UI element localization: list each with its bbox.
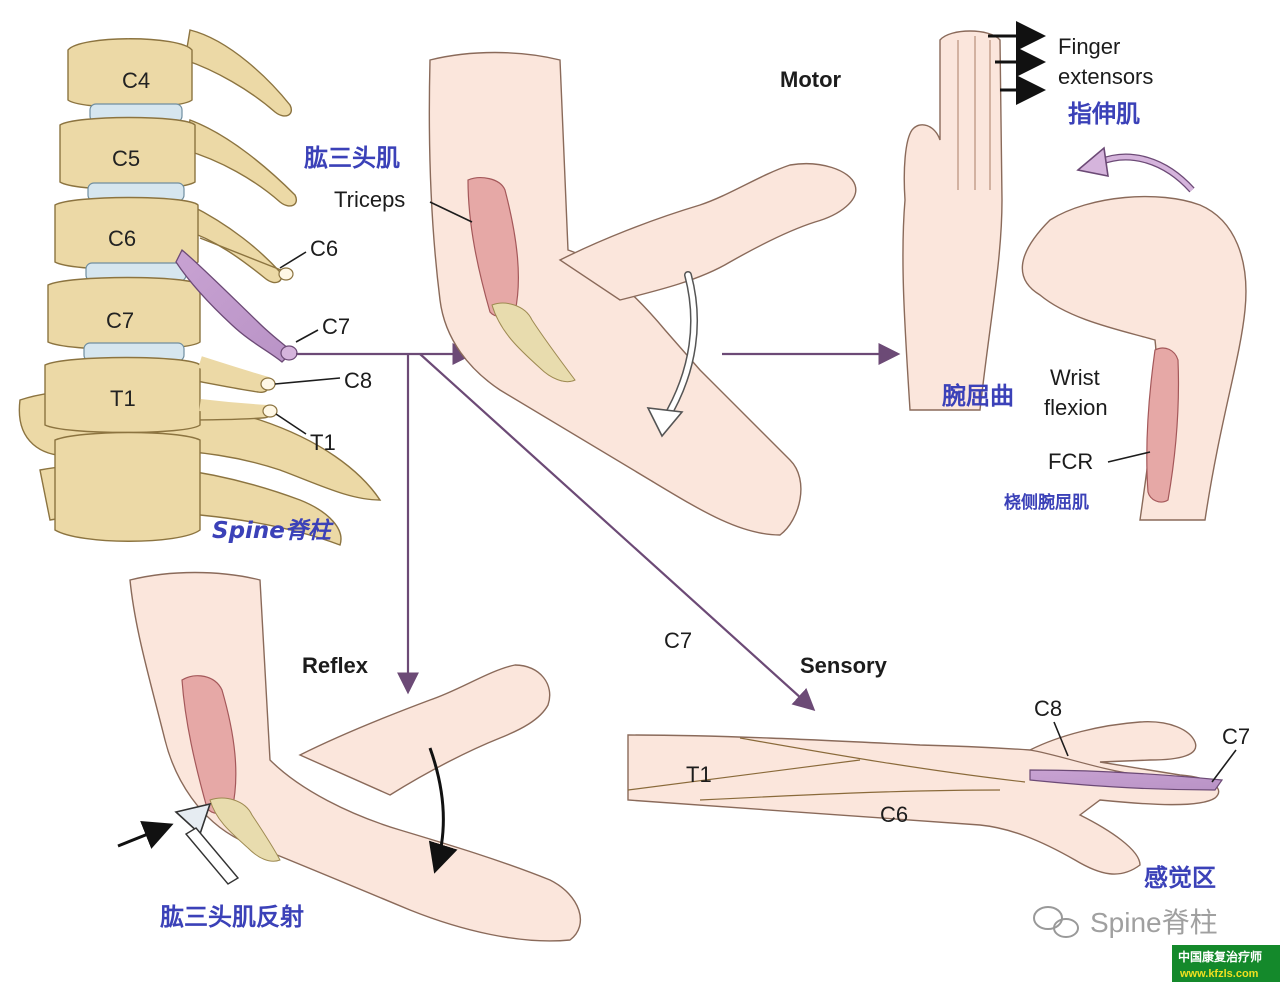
vertebra-lower: [54, 431, 201, 542]
root-label-c6: C6: [310, 236, 338, 261]
root-t1-end: [262, 404, 278, 418]
vertebra-label: C5: [112, 146, 140, 171]
fcr-cn: 桡侧腕屈肌: [1004, 492, 1089, 513]
wechat-icon: [1033, 906, 1079, 938]
finger-extensors-label-2: extensors: [1058, 64, 1153, 89]
reflex-hammer-handle: [184, 827, 240, 885]
reflex-cn: 肱三头肌反射: [160, 903, 304, 931]
root-label-c7: C7: [322, 314, 350, 339]
dermatome-label-c7: C7: [1222, 724, 1250, 749]
root-t1: [199, 399, 269, 417]
leader-line: [1107, 451, 1151, 463]
watermark-site-badge: [1172, 945, 1280, 982]
sensory-arm-skin: [627, 721, 1220, 875]
vertebra-label: T1: [110, 386, 136, 411]
spine-illustration: C4 C5 C6 C7 T1 C6 C7 C8 T1 Spine脊柱: [18, 29, 382, 546]
root-c8-end: [260, 377, 276, 391]
motion-arrow-body: [662, 272, 697, 423]
root-label-c8: C8: [344, 368, 372, 393]
flexed-hand-skin: [1021, 195, 1247, 521]
fcr-label: FCR: [1048, 449, 1093, 474]
extension-arrow: [428, 747, 458, 874]
vertebra-c6: [54, 196, 199, 271]
vertebra-c4: [67, 38, 193, 109]
motor-illustration: Motor Finger extensors 指伸肌 腕屈曲 Wrist fle…: [780, 21, 1247, 521]
reflex-arm-skin: [129, 571, 581, 942]
leader-line: [279, 251, 307, 269]
reflex-hammer-head: [174, 802, 212, 836]
vertebra-label: C7: [106, 308, 134, 333]
flexion-curve-head: [1076, 146, 1109, 178]
root-label-t1: T1: [310, 430, 336, 455]
sensory-title: Sensory: [800, 653, 888, 678]
watermark-brand: Spine脊柱: [1090, 907, 1218, 938]
motion-arrow-head: [646, 407, 684, 438]
motor-title: Motor: [780, 67, 842, 92]
leader-line: [1053, 721, 1069, 757]
vertebra-c5: [59, 116, 196, 191]
watermark-site-url: www.kfzls.com: [1179, 968, 1259, 980]
spine-caption: Spine脊柱: [212, 518, 334, 544]
reflex-forearm-skin: [298, 664, 551, 796]
finger-extensors-label-1: Finger: [1058, 34, 1120, 59]
flexion-curve-body: [1099, 154, 1194, 192]
wrist-flexion-label-1: Wrist: [1050, 365, 1100, 390]
reflex-title: Reflex: [302, 653, 369, 678]
dermatome-label-c6: C6: [880, 802, 908, 827]
sensory-branch-label: C7: [664, 628, 692, 653]
tap-arrow: [117, 820, 174, 849]
triceps-arm-illustration: 肱三头肌 Triceps: [304, 51, 857, 536]
triceps-cn-label: 肱三头肌: [304, 144, 400, 172]
watermark-site-cn: 中国康复治疗师: [1178, 949, 1262, 964]
leader-line: [274, 377, 341, 385]
wrist-flexion-cn: 腕屈曲: [941, 382, 1014, 410]
triceps-tendon: [491, 302, 576, 383]
root-c7-end: [280, 345, 298, 361]
pathway-arrows: [296, 343, 901, 711]
forearm-raised-skin: [558, 163, 857, 301]
dermatome-label-c8: C8: [1034, 696, 1062, 721]
wrist-flexion-label-2: flexion: [1044, 395, 1108, 420]
transverse-process: [184, 29, 292, 117]
dermatome-label-t1: T1: [686, 762, 712, 787]
finger-lines: [957, 36, 991, 190]
fcr-muscle: [1146, 347, 1180, 503]
vertebra-c7: [47, 276, 201, 351]
root-c6-end: [278, 267, 294, 281]
vertebra-t1: [44, 356, 201, 434]
sensory-illustration: C7 Sensory T1 C6 C8 C7 感觉区: [627, 628, 1250, 892]
leader-line: [429, 201, 473, 223]
arrow-to-sensory: [419, 353, 816, 711]
triceps-en-label: Triceps: [334, 187, 405, 212]
leader-line: [275, 413, 307, 435]
vertebra-label: C4: [122, 68, 150, 93]
dermatome-borders: [627, 737, 1026, 801]
vertebra-label: C6: [108, 226, 136, 251]
leader-line: [295, 329, 319, 343]
root-c6: [199, 237, 287, 273]
finger-extensors-cn: 指伸肌: [1068, 100, 1140, 128]
leader-line: [1211, 749, 1237, 783]
reflex-illustration: Reflex 肱三头肌反射: [117, 571, 581, 942]
reflex-tendon: [209, 797, 281, 862]
extended-hand-skin: [902, 30, 1003, 411]
c7-dermatome: [1029, 769, 1224, 791]
sensory-cn: 感觉区: [1144, 864, 1216, 892]
transverse-process: [184, 119, 297, 207]
watermark: Spine脊柱 中国康复治疗师 www.kfzls.com: [1033, 906, 1280, 982]
